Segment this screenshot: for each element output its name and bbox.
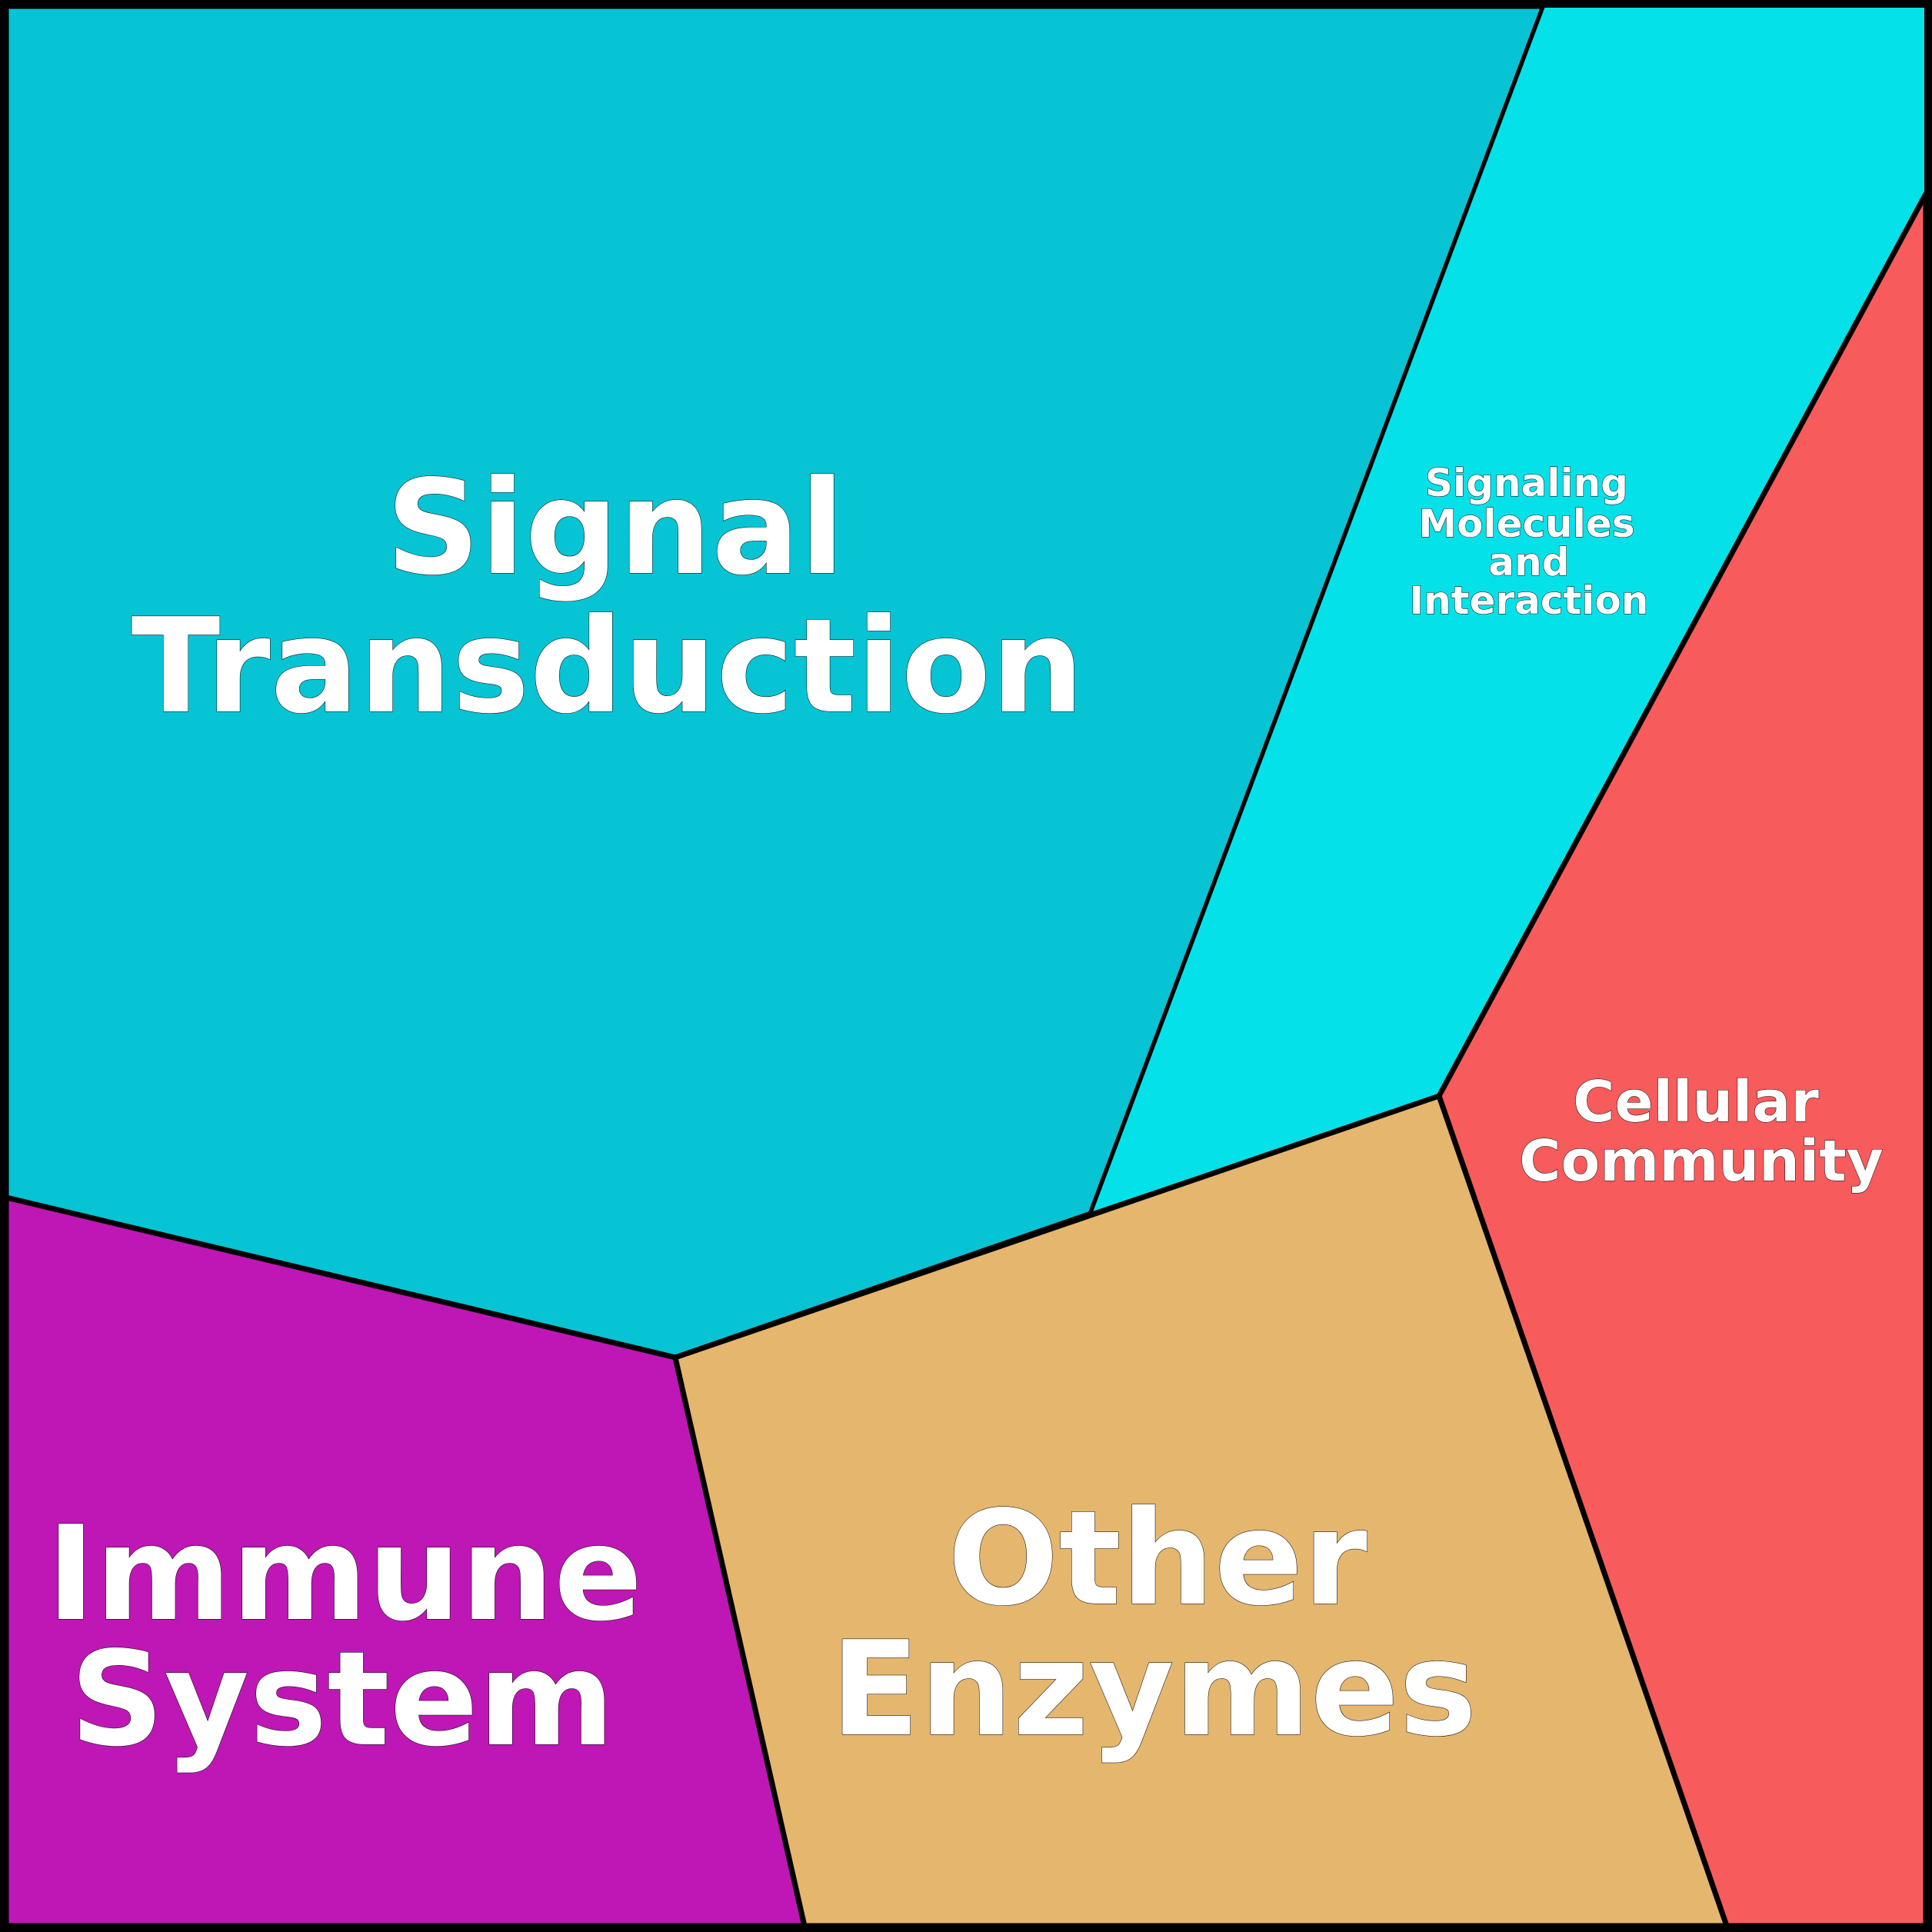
label-interaction: Interaction: [1409, 578, 1648, 623]
label-transduction: Transduction: [132, 591, 1084, 743]
cell-signaling-molecules[interactable]: Signaling Molecules and Interaction: [1089, 5, 1927, 1215]
label-cellular: Cellular: [1573, 1069, 1819, 1135]
cell-signal-transduction[interactable]: Signal Transduction: [3, 3, 1547, 1361]
label-signal: Signal: [386, 452, 844, 605]
cell-other-enzymes[interactable]: Other Enzymes: [672, 1093, 1730, 1929]
cell-immune-system[interactable]: Immune System: [3, 1194, 808, 1929]
label-community: Community: [1519, 1128, 1884, 1194]
label-system: System: [70, 1624, 615, 1776]
cell-cellular-community[interactable]: Cellular Community: [1436, 191, 1929, 1929]
label-molecules: Molecules: [1418, 501, 1634, 546]
label-signaling: Signaling: [1425, 461, 1628, 505]
label-and: and: [1488, 540, 1569, 585]
label-enzymes: Enzymes: [831, 1614, 1477, 1766]
label-other: Other: [948, 1483, 1367, 1635]
label-immune: Immune: [47, 1498, 643, 1651]
